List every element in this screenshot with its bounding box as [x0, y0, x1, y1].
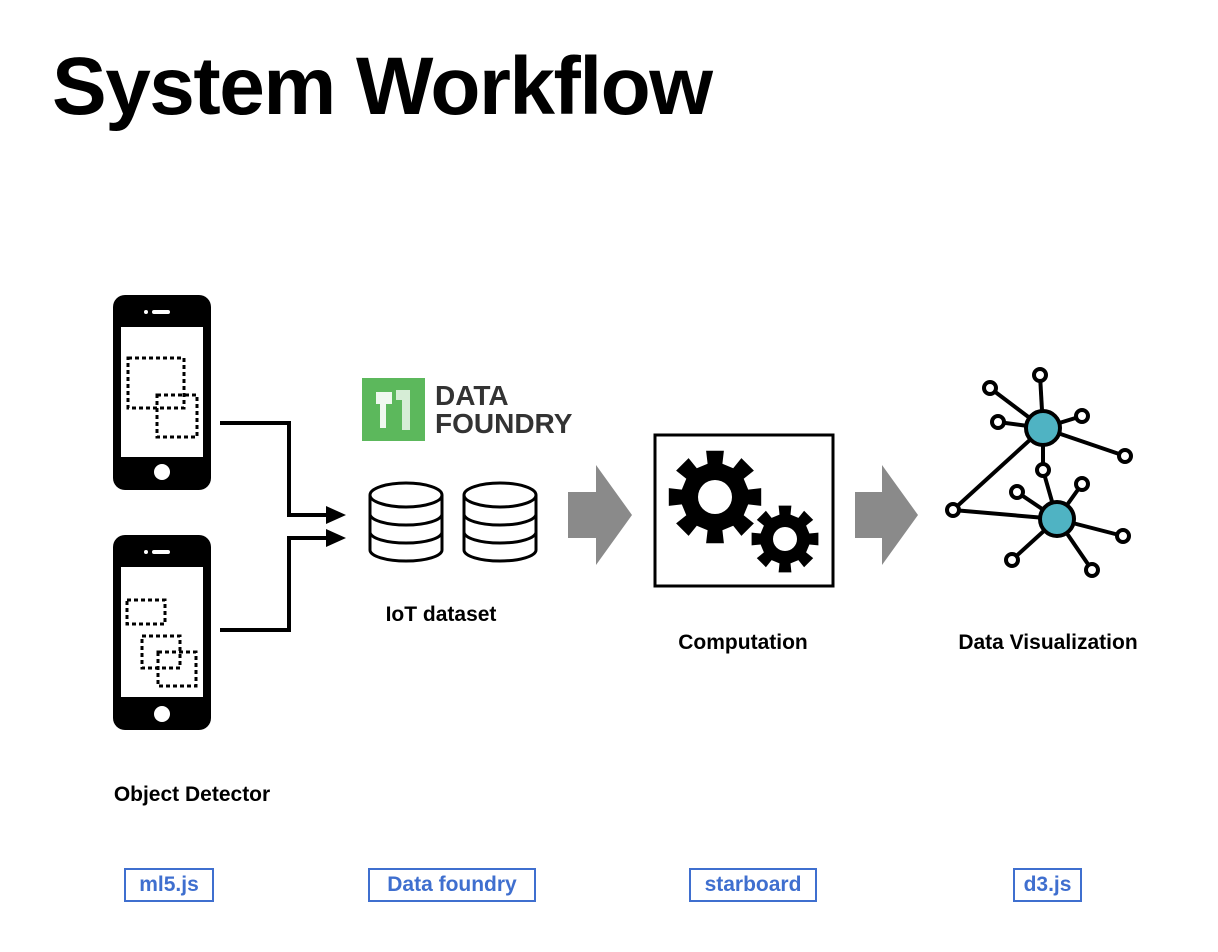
phone-icon	[113, 295, 211, 490]
computation-label: Computation	[678, 631, 808, 654]
network-hub-node	[1024, 409, 1062, 447]
flow-arrow-icon	[855, 465, 918, 565]
detection-box-icon	[156, 650, 198, 688]
starboard-tag: starboard	[689, 868, 817, 902]
network-leaf-nodes	[945, 367, 1133, 578]
ml5js-tag: ml5.js	[124, 868, 214, 902]
gear-icon	[751, 505, 819, 573]
iot-dataset-label: IoT dataset	[385, 603, 497, 626]
data-visualization-label: Data Visualization	[958, 631, 1138, 654]
database-icon	[368, 481, 444, 563]
phone-icon	[113, 535, 211, 730]
logo-line1: DATA	[435, 380, 509, 411]
object-detector-label: Object Detector	[113, 783, 271, 806]
d3js-tag: d3.js	[1013, 868, 1082, 902]
flow-arrow-icon	[568, 465, 632, 565]
data-foundry-logo: DATA FOUNDRY	[362, 378, 573, 441]
detection-box-icon	[125, 598, 167, 626]
page-title: System Workflow	[52, 41, 713, 132]
connector-arrow-bottom	[220, 529, 346, 632]
gear-icon	[668, 450, 762, 544]
detection-box-icon	[155, 393, 199, 439]
database-icon	[462, 481, 538, 563]
data-foundry-tag: Data foundry	[368, 868, 536, 902]
connector-arrow-top	[220, 421, 346, 524]
logo-line2: FOUNDRY	[435, 408, 573, 439]
network-hub-node	[1038, 500, 1076, 538]
